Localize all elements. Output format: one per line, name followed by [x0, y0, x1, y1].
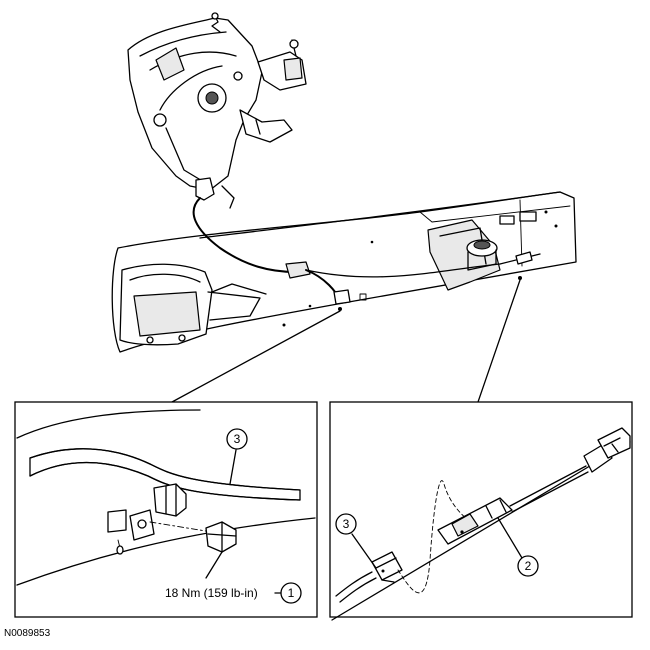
- rear-crossmember: [427, 219, 501, 291]
- torque-spec-label: 18 Nm (159 lb-in): [165, 586, 258, 600]
- front-cable: [192, 197, 541, 311]
- callout-3-left-circle: [226, 428, 248, 450]
- overview-illustration: [111, 12, 577, 353]
- leader-to-right-detail: [477, 279, 521, 403]
- callout-1-label: 1: [288, 586, 295, 600]
- callout-2-label: 2: [525, 559, 532, 573]
- leader-to-left-detail: [171, 310, 341, 403]
- parking-brake-pedal-assembly: [127, 12, 307, 209]
- callout-3-right-label: 3: [343, 517, 350, 531]
- left-detail-view: 3 18 Nm (159 lb-in) 1: [14, 401, 318, 618]
- left-body-section: [119, 263, 267, 346]
- callout-1-circle: [280, 582, 302, 604]
- callout-2-circle: [517, 555, 539, 577]
- callout-3-right-circle: [335, 513, 357, 535]
- figure-id: N0089853: [4, 628, 51, 639]
- callout-3-left-label: 3: [234, 432, 241, 446]
- right-detail-view: 3 2: [329, 401, 633, 621]
